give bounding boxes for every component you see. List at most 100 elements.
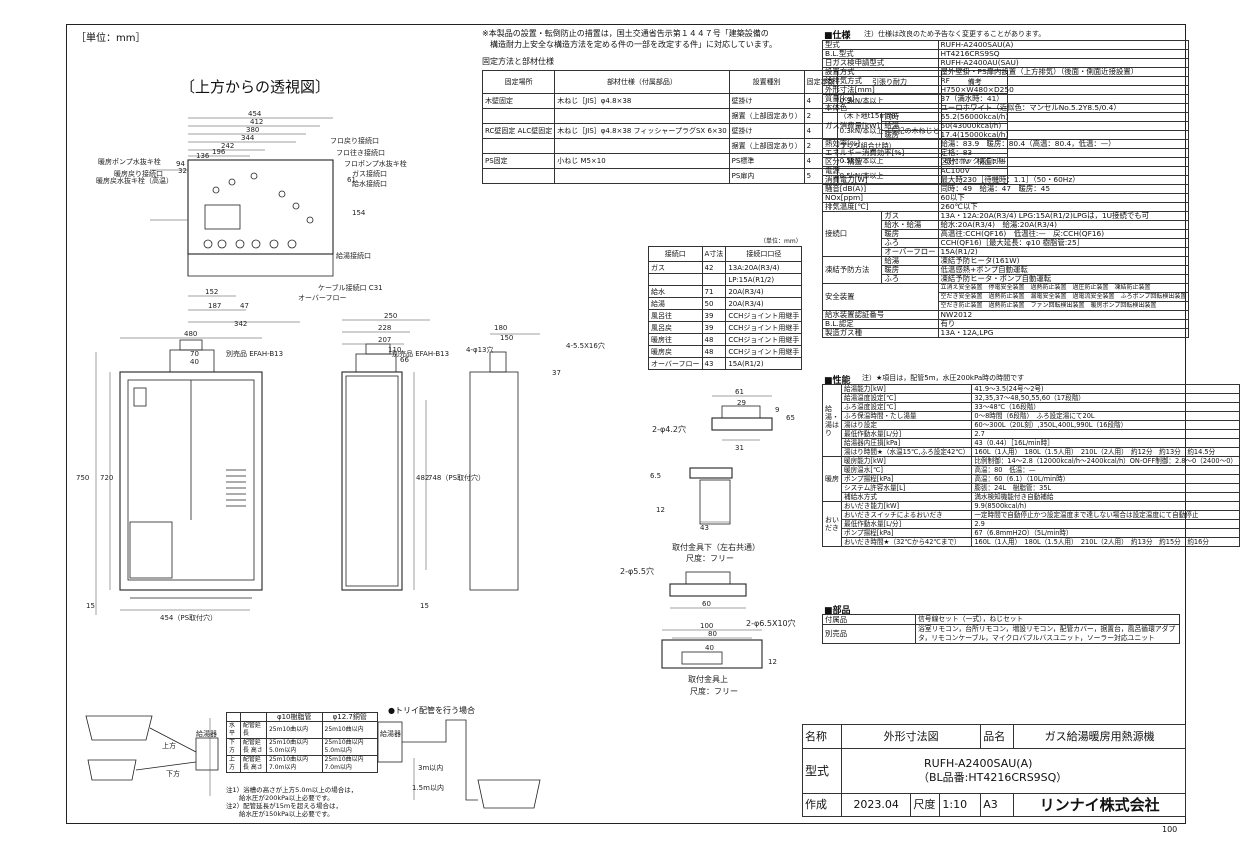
svg-text:380: 380 <box>246 126 259 134</box>
drawing-label: 別売品 EFAH-B13 <box>392 349 449 358</box>
spec-note: 注）仕様は改良のため予告なく変更することがあります。 <box>864 30 1046 38</box>
svg-text:454（PS取付穴）: 454（PS取付穴） <box>160 613 217 622</box>
pipe-note: 注2）配管延長が15mを超える場合は， <box>226 802 343 810</box>
parts-title: ■部品 <box>824 606 851 616</box>
spec-safety-row: 安全装置立消え安全装置 停電安全装置 過熱防止装置 過圧防止装置 凍結防止装置 <box>822 283 1190 311</box>
svg-text:750: 750 <box>76 474 89 482</box>
perf-reheat-row: おいだき時間★（32℃から42℃まで）160L（1人用） 180L（1.5人用）… <box>823 537 1240 547</box>
svg-text:60: 60 <box>702 600 711 608</box>
tb-date: 2023.04 <box>840 793 912 817</box>
conn-cell: 15A(R1/2) <box>725 357 803 370</box>
svg-text:344: 344 <box>241 134 255 142</box>
pipe-cell: 25m10曲以内 <box>321 721 379 739</box>
svg-text:12: 12 <box>656 506 665 514</box>
tb-scale-label: 尺度 <box>910 793 941 817</box>
drawing-label: 暖房戻水抜キ栓（高温） <box>96 176 173 185</box>
svg-text:342: 342 <box>234 320 247 328</box>
drawing-label: ガス接続口 <box>352 169 387 178</box>
svg-text:43: 43 <box>700 524 709 532</box>
svg-text:154: 154 <box>352 209 366 217</box>
perf-table: 給湯・湯はり給湯能力[kW]41.9～3.5(24号～2号)給湯温度設定[℃]3… <box>822 384 1240 547</box>
svg-text:37: 37 <box>552 369 561 377</box>
drawing-label: 2-φ4.2穴 <box>652 424 686 434</box>
drawing-label: 取付金具下（左右共通） <box>672 542 760 552</box>
drawing-label: フロポンプ水抜キ栓 <box>344 159 407 168</box>
drawing-label: ケーブル接続口 C31 <box>318 283 383 292</box>
spec-conn-row-group: 接続口 <box>821 211 883 257</box>
pipe-diagram-bathtub <box>85 715 219 796</box>
pipe-notes: 注1）浴槽の高さが上方5.0m以上の場合は， 給水圧が200kPa以上必要です。… <box>226 786 357 818</box>
torii-title: ●トリイ配管を行う場合 <box>388 706 475 715</box>
perf-title: ■性能 <box>824 376 851 386</box>
spec-gas-row-group: ガス消費量[kW] <box>821 112 883 140</box>
drawing-label: オーバーフロー <box>298 294 347 302</box>
svg-text:15: 15 <box>86 602 95 610</box>
svg-text:412: 412 <box>250 118 263 126</box>
spec-freeze-row-group: 凍結予防方法 <box>821 256 883 284</box>
svg-text:720: 720 <box>100 474 113 482</box>
svg-text:61: 61 <box>347 176 356 184</box>
drawing-label: 取付金具上 <box>688 674 728 684</box>
perf-reheat-row-value: 160L（1人用） 180L（1.5人用） 210L（2人用） 約13分 約15… <box>971 537 1240 547</box>
pipe-cell: 25m10曲以内 <box>265 721 323 739</box>
spec-title: ■仕様 <box>824 31 851 41</box>
pipe-cell: 配管延長 <box>239 721 267 739</box>
svg-text:65: 65 <box>786 414 795 422</box>
svg-text:136: 136 <box>196 152 210 160</box>
svg-text:12: 12 <box>768 658 777 666</box>
pipe-cell: 25m10曲以内 7.0m以内 <box>265 755 323 773</box>
svg-text:94: 94 <box>176 160 185 168</box>
pipe-cell: 25m10曲以内 5.0m以内 <box>321 738 379 756</box>
drawing-label: 給水接続口 <box>352 179 387 188</box>
tb-model-line2: （BL品番:HT4216CRS9SQ） <box>918 771 1068 784</box>
drawing-label: 2-φ6.5X10穴 <box>746 618 796 628</box>
svg-text:40: 40 <box>705 644 714 652</box>
drawing-label: 3m以内 <box>418 763 443 772</box>
drawing-label: 給湯接続口 <box>336 251 371 260</box>
tb-scale: 1:10 <box>939 793 982 817</box>
pipe-note: 給水圧が200kPa以上必要です。 <box>226 794 334 802</box>
parts-method-title: 固定方法と部材仕様 <box>482 57 554 66</box>
svg-text:29: 29 <box>737 399 746 407</box>
svg-text:150: 150 <box>500 334 513 342</box>
title-block: 名称 外形寸法図 品名 ガス給湯暖房用熱源機 型式 RUFH-A2400SAU(… <box>802 724 1186 817</box>
drawing-label: 上方 <box>162 741 176 750</box>
svg-text:40: 40 <box>190 358 199 366</box>
fix-cell <box>481 168 556 184</box>
svg-text:31: 31 <box>735 444 744 452</box>
svg-text:228: 228 <box>378 324 391 332</box>
drawing-label: 尺度：フリー <box>690 686 738 696</box>
svg-text:180: 180 <box>494 324 507 332</box>
svg-text:80: 80 <box>708 630 717 638</box>
parts-table: 付属品信号線セット（一式），ねじセット別売品浴室リモコン，台所リモコン，増設リモ… <box>822 614 1180 644</box>
drawing-label: 給湯器 <box>380 729 401 738</box>
fix-cell: PS扉内 <box>728 168 805 184</box>
tb-product-label: 品名 <box>980 724 1015 749</box>
pipe-note: 注1）浴槽の高さが上方5.0m以上の場合は， <box>226 786 358 794</box>
drawing-label: フロ戻り接続口 <box>330 136 379 145</box>
unit-label: ［単位：mm］ <box>76 33 146 44</box>
perf-reheat-row-label: おいだき時間★（32℃から42℃まで） <box>840 537 973 547</box>
drawing-label: 給湯器 <box>196 729 217 738</box>
pipe-header: φ10樹脂管 <box>265 712 323 722</box>
conn-cell: 43 <box>701 357 727 370</box>
svg-text:748（PS取付穴）: 748（PS取付穴） <box>428 473 485 482</box>
pipe-cell: 上方 <box>226 755 241 773</box>
tb-size: A3 <box>980 793 1015 817</box>
drawing-label: 暖房戻り接続口 <box>114 169 163 178</box>
tb-model-line1: RUFH-A2400SAU(A) <box>924 757 1033 770</box>
drawing-label: 4-5.5X16穴 <box>566 341 605 350</box>
pipe-cell: 配管延長 高さ <box>239 755 267 773</box>
svg-text:480: 480 <box>184 330 197 338</box>
pipe-cell: 下方 <box>226 738 241 756</box>
